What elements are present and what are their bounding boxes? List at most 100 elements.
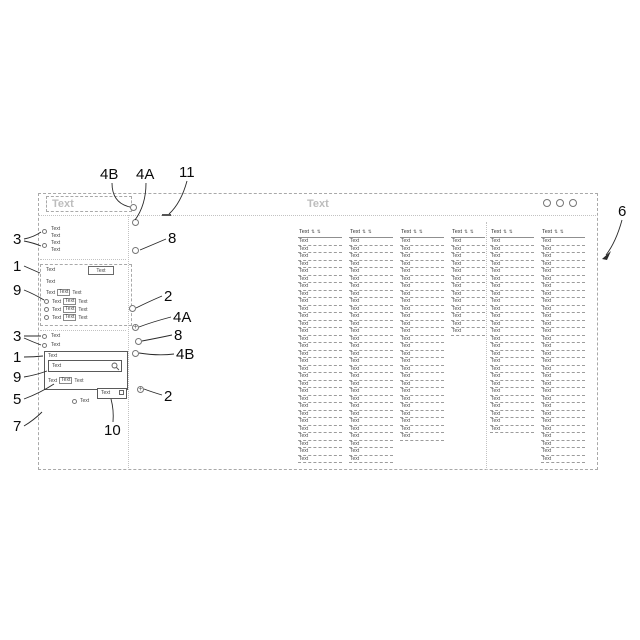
table-cell: Text — [490, 373, 534, 381]
table-cell: Text — [298, 246, 342, 253]
table-cell: Text — [349, 381, 393, 388]
table-cell: Text — [349, 396, 393, 403]
sort-icon: ⇅ — [362, 228, 366, 234]
sort-icon: ⇅ — [559, 228, 564, 234]
panel-label: Text — [46, 267, 56, 273]
table-cell: Text — [451, 291, 485, 298]
table-cell: Text — [490, 238, 534, 246]
table-cell: Text — [541, 388, 585, 396]
chip-label: Text — [72, 289, 82, 296]
tool-circle-icon — [135, 338, 142, 345]
callout-4a: 4A — [136, 166, 155, 183]
sort-icon: ⇅ — [464, 228, 468, 234]
table-cell: Text — [490, 321, 534, 328]
column-header-label: Text — [452, 228, 463, 235]
sort-icon: ⇅ — [367, 228, 372, 234]
table-cell: Text — [298, 448, 342, 456]
bullet-icon — [42, 334, 47, 339]
table-cell: Text — [490, 426, 534, 433]
chip: Text — [63, 306, 77, 313]
bullet-icon — [44, 299, 49, 304]
table-cell: Text — [451, 268, 485, 276]
callout-2: 2 — [164, 388, 173, 405]
table-cell: Text — [298, 388, 342, 396]
table-cell: Text — [400, 396, 444, 403]
sidebar-separator — [128, 215, 129, 470]
sort-icon: ⇅ — [316, 228, 321, 234]
table-cell: Text — [349, 448, 393, 456]
table-cell: Text — [349, 373, 393, 381]
table-cell: Text — [541, 366, 585, 373]
table-cell: Text — [298, 351, 342, 358]
table-cell: Text — [400, 246, 444, 253]
column-header-label: Text — [542, 228, 553, 235]
dash-icon — [162, 214, 171, 216]
sidebar-section-divider — [40, 259, 126, 260]
panel-label: Text — [46, 279, 56, 285]
table-cell: Text — [541, 328, 585, 336]
sidebar-item-label: Text — [51, 240, 61, 246]
table-cell: Text — [298, 321, 342, 328]
table-cell: Text — [490, 411, 534, 418]
sort-icon: ⇅ — [508, 228, 513, 234]
bullet-icon — [72, 399, 77, 404]
table-cell: Text — [541, 283, 585, 291]
table-cell: Text — [400, 291, 444, 298]
table-cell: Text — [349, 366, 393, 373]
sidebar-item-label: Text — [51, 342, 61, 348]
chip-row: Text Text Text — [52, 306, 88, 313]
table-cell: Text — [349, 343, 393, 351]
table-cell: Text — [349, 321, 393, 328]
table-cell: Text — [400, 306, 444, 313]
sort-icon: ⇅ — [418, 228, 423, 234]
table-cell: Text — [349, 238, 393, 246]
table-cell: Text — [400, 411, 444, 418]
table-cell: Text — [400, 418, 444, 426]
table-cell: Text — [400, 433, 444, 441]
table-cell: Text — [298, 381, 342, 388]
chip-row: Text Text Text — [52, 298, 88, 305]
table-cell: Text — [541, 351, 585, 358]
table-cell: Text — [349, 358, 393, 366]
table-cell: Text — [349, 388, 393, 396]
table-cell: Text — [451, 313, 485, 321]
bullet-icon — [42, 343, 47, 348]
callout-4b: 4B — [176, 346, 195, 363]
column-header-label: Text — [299, 228, 310, 235]
sort-icon: ⇅ — [469, 228, 474, 234]
table-cell: Text — [541, 403, 585, 411]
table-cell: Text — [349, 441, 393, 448]
checkbox-icon — [119, 390, 124, 395]
table-cell: Text — [349, 313, 393, 321]
table-cell: Text — [490, 298, 534, 306]
table-cell: Text — [400, 298, 444, 306]
column-header: Text⇅⇅ — [400, 226, 444, 238]
table-cell: Text — [400, 426, 444, 433]
table-cell: Text — [451, 276, 485, 283]
callout-10: 10 — [104, 422, 121, 439]
chip: Text — [63, 298, 77, 305]
table-cell: Text — [298, 238, 342, 246]
panel-button: Text — [88, 266, 114, 275]
table-cell: Text — [541, 336, 585, 343]
table-cell: Text — [541, 306, 585, 313]
table-cell: Text — [490, 313, 534, 321]
table-cell: Text — [490, 253, 534, 261]
figure-outline — [38, 193, 598, 470]
arrowhead — [602, 251, 611, 260]
callout-8: 8 — [174, 327, 183, 344]
table-cell: Text — [541, 261, 585, 268]
table-cell: Text — [349, 351, 393, 358]
chip-label: Text — [48, 377, 58, 384]
table-cell: Text — [298, 373, 342, 381]
table-cell: Text — [400, 388, 444, 396]
table-cell: Text — [298, 433, 342, 441]
callout-5: 5 — [13, 391, 22, 408]
chip: Text — [57, 289, 71, 296]
tool-circle-icon — [129, 305, 136, 312]
table-cell: Text — [349, 336, 393, 343]
table-cell: Text — [298, 418, 342, 426]
table-cell: Text — [451, 306, 485, 313]
